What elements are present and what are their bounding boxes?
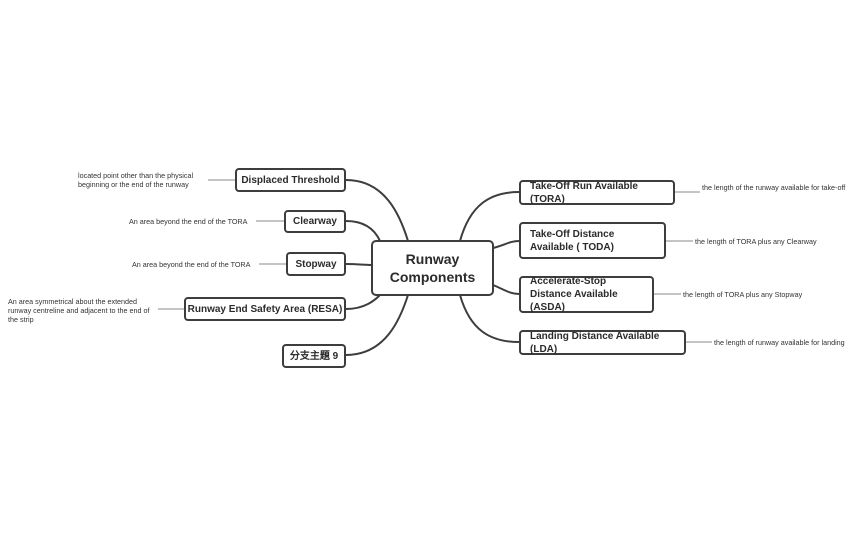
topic-asda[interactable]: Accelerate-Stop Distance Available (ASDA… <box>519 276 654 313</box>
note-lda: the length of runway available for landi… <box>714 338 845 347</box>
topic-clearway[interactable]: Clearway <box>284 210 346 233</box>
connector-toda <box>492 240 520 249</box>
connector-tora <box>459 191 520 242</box>
note-resa: An area symmetrical about the extended r… <box>8 297 150 324</box>
connector-displaced-threshold <box>345 179 409 242</box>
connector-stopway <box>345 263 373 266</box>
central-topic[interactable]: Runway Components <box>371 240 494 296</box>
note-clearway: An area beyond the end of the TORA <box>129 217 248 226</box>
topic-lda[interactable]: Landing Distance Available (LDA) <box>519 330 686 355</box>
connector-resa <box>345 294 381 310</box>
note-toda: the length of TORA plus any Clearway <box>695 237 817 246</box>
note-stopway: An area beyond the end of the TORA <box>132 260 251 269</box>
connector-lda <box>459 294 520 343</box>
connector-asda <box>492 284 520 295</box>
topic-branch-9[interactable]: 分支主題 9 <box>282 344 346 368</box>
note-asda: the length of TORA plus any Stopway <box>683 290 803 299</box>
topic-displaced-threshold[interactable]: Displaced Threshold <box>235 168 346 192</box>
connector-clearway <box>345 220 381 242</box>
note-tora: the length of the runway available for t… <box>702 183 846 192</box>
connector-branch-9 <box>345 294 409 356</box>
topic-tora[interactable]: Take-Off Run Available (TORA) <box>519 180 675 205</box>
topic-resa[interactable]: Runway End Safety Area (RESA) <box>184 297 346 321</box>
note-displaced-threshold: located point other than the physical be… <box>78 171 194 189</box>
topic-stopway[interactable]: Stopway <box>286 252 346 276</box>
topic-toda[interactable]: Take-Off Distance Available ( TODA) <box>519 222 666 259</box>
